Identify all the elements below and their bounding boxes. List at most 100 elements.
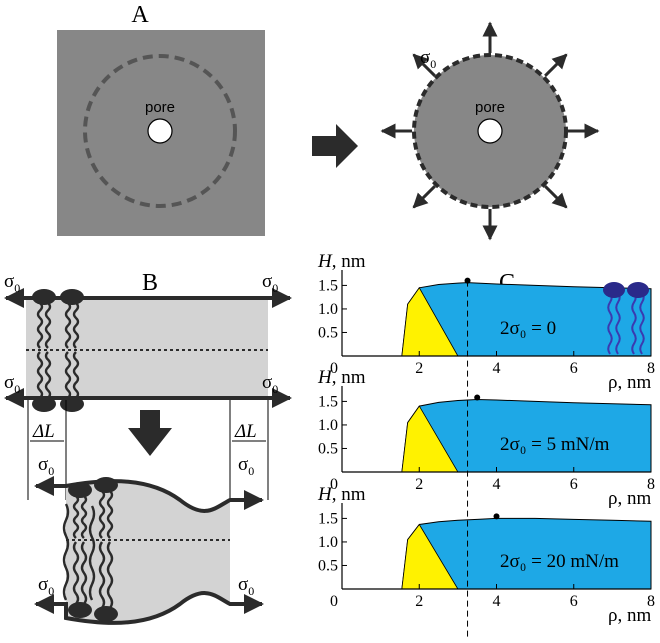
lipid-head xyxy=(68,602,92,618)
radial-tension-arrows xyxy=(380,21,600,241)
lipid-tail xyxy=(615,291,621,355)
lipid-tail xyxy=(36,302,44,349)
lipid-head xyxy=(32,289,56,305)
y-axis-label: H, nm xyxy=(317,367,366,388)
lipid-tail xyxy=(80,541,88,605)
origin-label: 0 xyxy=(330,476,338,493)
y-tick-label: 1.5 xyxy=(318,510,338,527)
lipid-tail xyxy=(98,541,106,609)
tension-annotation: 2σ₀ = 5 mN/m xyxy=(500,434,610,455)
radial-arrow-icon xyxy=(412,185,436,209)
radial-arrow-icon xyxy=(544,53,568,77)
lipid-tail xyxy=(106,541,114,609)
delta-l-label-left: ΔL xyxy=(32,421,55,442)
tension-annotation: 2σ₀ = 20 mN/m xyxy=(500,551,619,572)
y-tick-label: 1.5 xyxy=(318,277,338,294)
lipid-tail xyxy=(98,490,106,539)
x-axis-label: ρ, nm xyxy=(608,372,651,393)
pore-hole-right xyxy=(477,118,503,144)
y-tick-label: 1.5 xyxy=(318,393,338,410)
lipid-tail xyxy=(80,495,88,539)
origin-label: 0 xyxy=(330,593,338,610)
lipid-head-blue xyxy=(603,282,625,298)
x-tick-label: 6 xyxy=(570,593,578,610)
lipid-tail xyxy=(88,505,96,601)
transition-arrow-down-icon xyxy=(128,410,172,456)
x-tick-label: 4 xyxy=(493,593,501,610)
y-axis-label: H, nm xyxy=(317,484,366,505)
x-tick-label: 4 xyxy=(493,360,501,377)
panel-b-label: B xyxy=(142,270,158,296)
lower-lipid-cluster xyxy=(62,477,118,622)
lipid-tail xyxy=(64,302,72,349)
sigma-label-b5: σ0 xyxy=(38,454,54,478)
tension-annotation: 2σ₀ = 0 xyxy=(500,318,556,339)
delta-l-label-right: ΔL xyxy=(234,421,257,442)
lipid-head xyxy=(32,396,56,412)
pore-label-left: pore xyxy=(145,99,175,116)
expanded-dashed-edge xyxy=(412,53,568,209)
sigma-label-b1: σ0 xyxy=(4,271,20,295)
lipid-tail xyxy=(72,302,80,349)
lipid-head xyxy=(60,289,84,305)
x-tick-label: 2 xyxy=(415,593,423,610)
x-tick-label: 2 xyxy=(415,476,423,493)
lower-tension-line-bottom xyxy=(34,591,264,625)
x-tick-label: 8 xyxy=(647,593,655,610)
sigma-label-b4: σ0 xyxy=(262,372,278,396)
lipid-tail xyxy=(72,541,80,605)
flat-bilayer-region xyxy=(26,298,268,398)
lipid-tail xyxy=(36,351,44,399)
y-tick-label: 1.0 xyxy=(318,301,338,318)
radial-arrow-icon xyxy=(412,53,436,77)
x-tick-label: 8 xyxy=(647,360,655,377)
x-axis-label: ρ, nm xyxy=(608,605,651,626)
lipid-head xyxy=(68,482,92,498)
x-tick-label: 6 xyxy=(570,360,578,377)
pore-label-right: pore xyxy=(475,99,505,116)
lipid-head xyxy=(94,606,118,622)
expanded-disk: pore σ0 xyxy=(380,21,600,241)
lipid-tail xyxy=(106,490,114,539)
lipid-tail xyxy=(72,495,80,539)
lipid-pair-icon xyxy=(603,282,649,355)
origin-label: 0 xyxy=(330,360,338,377)
lipid-tail xyxy=(64,351,72,399)
lipid-head xyxy=(94,477,118,493)
y-axis-label: H, nm xyxy=(317,251,366,272)
panel-a-label: A xyxy=(131,2,149,28)
sigma-label-b2: σ0 xyxy=(262,271,278,295)
x-tick-label: 8 xyxy=(647,476,655,493)
lipid-tail xyxy=(44,302,52,349)
sigma-label-b3: σ0 xyxy=(4,372,20,396)
lipid-tail xyxy=(631,291,637,355)
lower-tension-line-top xyxy=(34,476,264,513)
x-tick-label: 4 xyxy=(493,476,501,493)
panel-b: B σ0 σ0 σ0 σ0 ΔL ΔL σ0 σ0 σ0 σ0 xyxy=(4,270,292,625)
x-tick-label: 2 xyxy=(415,360,423,377)
deformed-bilayer-region xyxy=(66,481,230,623)
sigma-label-b7: σ0 xyxy=(38,574,54,598)
lipid-tail xyxy=(62,503,70,601)
lipid-tail xyxy=(607,291,613,355)
y-tick-label: 1.0 xyxy=(318,534,338,551)
y-tick-label: 0.5 xyxy=(318,324,338,341)
x-tick-label: 6 xyxy=(570,476,578,493)
transition-arrow-right-icon xyxy=(312,124,358,168)
lipid-head-blue xyxy=(627,282,649,298)
profile-marker-dot xyxy=(493,513,500,520)
radial-arrow-icon xyxy=(544,185,568,209)
lipid-head xyxy=(60,396,84,412)
y-tick-label: 0.5 xyxy=(318,440,338,457)
sigma-label-b8: σ0 xyxy=(238,574,254,598)
panel-a: A pore pore σ0 xyxy=(57,2,600,241)
x-axis-label: ρ, nm xyxy=(608,488,651,509)
dashed-ring xyxy=(83,54,237,208)
height-profile-chart-3: 2 4 6 8 0.5 1.0 1.5 0 H, nm ρ, nm 2σ₀ = 20 mN/m xyxy=(317,484,655,626)
lipid-tail xyxy=(44,351,52,399)
y-tick-label: 0.5 xyxy=(318,557,338,574)
profile-marker-dot xyxy=(474,394,481,401)
